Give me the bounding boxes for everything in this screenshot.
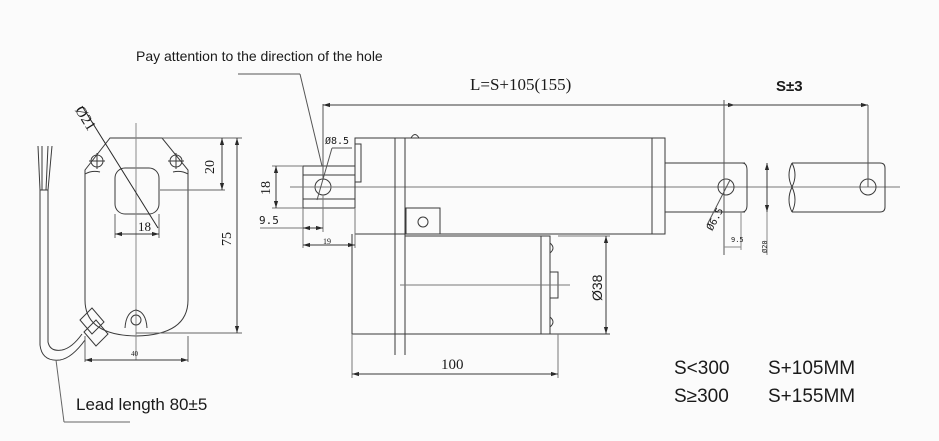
rear-offset-label: 9.5 (259, 214, 279, 227)
side-view-outline (238, 73, 900, 378)
length-table-row-2-value: S+155MM (768, 386, 856, 407)
front-view-outline (37, 105, 242, 423)
lead-length-note: Lead length 80±5 (76, 395, 208, 414)
hole-direction-note: Pay attention to the direction of the ho… (136, 48, 383, 64)
rear-height-label: 18 (259, 181, 274, 195)
front-width-inner-label: 18 (138, 219, 151, 234)
rear-width-label: 19 (323, 237, 331, 246)
rod-hole-offset-label: 9.5 (731, 236, 744, 244)
front-height-total-label: 75 (220, 232, 235, 246)
front-width-total-label: 40 (131, 350, 138, 358)
length-table-row-2-condition: S≥300 (674, 386, 729, 407)
total-length-label: L=S+105(155) (470, 75, 572, 94)
stroke-label: S±3 (776, 78, 803, 95)
motor-length-label: 100 (441, 357, 464, 373)
rear-hole-diameter-label: Ø8.5 (325, 136, 350, 147)
front-height-top-label: 20 (203, 160, 218, 174)
motor-diameter-label: Ø38 (589, 274, 605, 301)
length-table-row-1-condition: S<300 (674, 358, 730, 379)
length-table-row-1-value: S+105MM (768, 358, 856, 379)
rod-diameter-label: Ø20 (761, 240, 769, 253)
